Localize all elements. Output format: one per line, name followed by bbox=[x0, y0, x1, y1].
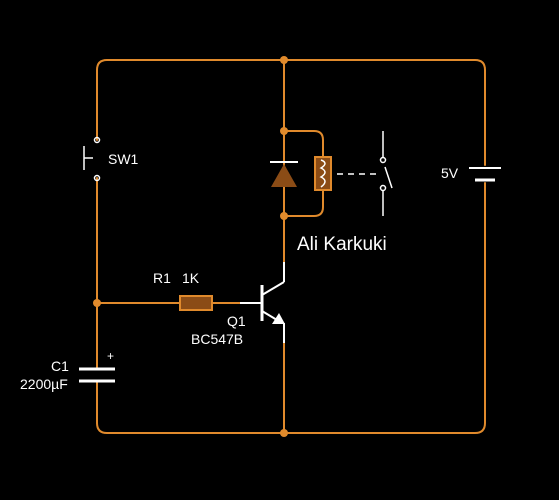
transistor-designator: Q1 bbox=[227, 313, 246, 329]
switch-label: SW1 bbox=[108, 151, 139, 167]
relay-contact-bottom bbox=[379, 184, 387, 192]
junction-diode-bottom bbox=[280, 212, 288, 220]
capacitor-polarity: + bbox=[107, 349, 114, 363]
wire-relay-coil bbox=[283, 130, 324, 158]
relay-coil-winding bbox=[319, 159, 326, 188]
transistor-collector bbox=[261, 281, 285, 296]
capacitor-c1 bbox=[79, 367, 115, 383]
transistor-q1 bbox=[240, 262, 285, 343]
relay-contact-top bbox=[379, 156, 387, 164]
diode-triangle bbox=[271, 164, 297, 187]
wires bbox=[96, 59, 486, 434]
junction-base-node bbox=[93, 299, 101, 307]
wire-bottom-rail bbox=[96, 182, 486, 434]
relay bbox=[314, 131, 393, 216]
switch-sw1 bbox=[83, 136, 101, 182]
resistor-value: 1K bbox=[182, 270, 200, 286]
junction-bottom bbox=[280, 429, 288, 437]
wire-top-rail bbox=[96, 59, 486, 166]
relay-coil-body bbox=[314, 156, 332, 191]
capacitor-designator: C1 bbox=[51, 358, 69, 374]
resistor-r1 bbox=[179, 295, 213, 311]
wire-relay-coil-bottom bbox=[283, 189, 324, 217]
transistor-part: BC547B bbox=[191, 331, 243, 347]
battery-label: 5V bbox=[441, 165, 459, 181]
diode bbox=[270, 161, 298, 187]
switch-contact-bottom bbox=[93, 174, 101, 182]
junction-diode-top bbox=[280, 127, 288, 135]
resistor-designator: R1 bbox=[153, 270, 171, 286]
author-label: Ali Karkuki bbox=[297, 234, 387, 255]
transistor-emitter-arrow bbox=[272, 313, 285, 324]
capacitor-value: 2200µF bbox=[20, 376, 68, 392]
switch-contact-top bbox=[93, 136, 101, 144]
relay-contact-blade bbox=[384, 166, 393, 189]
battery bbox=[469, 167, 501, 182]
junction-top bbox=[280, 56, 288, 64]
junctions bbox=[93, 56, 288, 437]
